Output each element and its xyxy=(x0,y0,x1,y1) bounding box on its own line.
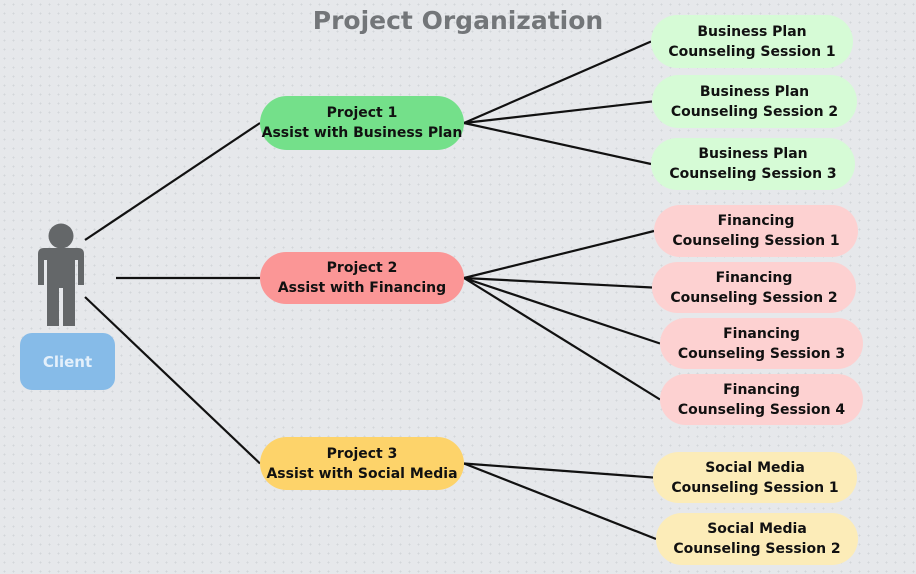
project-2-to-session-1-line xyxy=(463,229,655,280)
project-3-node-line-2: Assist with Social Media xyxy=(266,465,458,482)
project-2-to-session-4-line xyxy=(463,277,661,401)
project-1-node: Project 1 Assist with Business Plan xyxy=(260,96,464,150)
project-3-node-line-1: Project 3 xyxy=(326,445,398,462)
project-2-session-2-node-line-1: Financing xyxy=(715,269,793,286)
project-1-to-session-2-line xyxy=(463,100,653,125)
project-2-session-4-node-line-1: Financing xyxy=(723,381,800,398)
project-1-session-1-node-line-1: Business Plan xyxy=(697,23,807,40)
project-2-node: Project 2 Assist with Financing xyxy=(260,252,464,304)
project-3-to-session-2-line xyxy=(463,462,657,541)
project-1-session-1-node-line-2: Counseling Session 1 xyxy=(668,43,836,60)
project-2-session-2-node-line-2: Counseling Session 2 xyxy=(670,289,838,306)
project-3-session-1-node-line-2: Counseling Session 1 xyxy=(671,479,839,496)
project-1-node-line-1: Project 1 xyxy=(326,105,398,121)
project-2-node-line-2: Assist with Financing xyxy=(277,280,447,296)
project-2-to-session-2-line xyxy=(463,276,653,289)
project-1-node-line-2: Assist with Business Plan xyxy=(261,125,463,141)
diagram-title: Project Organization xyxy=(312,6,604,35)
person-icon xyxy=(38,223,84,326)
project-3-to-session-1-line xyxy=(463,462,654,479)
project-2-session-1-node-line-2: Counseling Session 1 xyxy=(672,233,840,249)
client-label: Client xyxy=(42,352,93,371)
project-1-session-3-node-line-2: Counseling Session 3 xyxy=(669,166,837,182)
project-3-node: Project 3 Assist with Social Media xyxy=(260,437,464,490)
client-box: Client xyxy=(20,333,115,390)
project-2-node-line-1: Project 2 xyxy=(326,260,398,276)
client-to-project-1-line xyxy=(84,122,261,241)
project-2-session-3-node-line-1: Financing xyxy=(723,325,800,342)
project-3-session-2-node-line-2: Counseling Session 2 xyxy=(673,541,841,557)
project-1-session-3-node-line-1: Business Plan xyxy=(698,146,808,162)
client-to-project-3-line xyxy=(84,296,261,465)
project-2-to-session-3-line xyxy=(463,276,661,345)
project-2-session-1-node-line-1: Financing xyxy=(717,213,795,229)
project-3-session-2-node-line-1: Social Media xyxy=(707,521,807,537)
project-3-session-1-node-line-1: Social Media xyxy=(705,459,805,476)
project-1-session-2-node-line-2: Counseling Session 2 xyxy=(670,103,839,120)
project-1-session-2-node-line-1: Business Plan xyxy=(699,83,810,100)
project-2-session-4-node-line-2: Counseling Session 4 xyxy=(677,401,846,418)
project-2-session-3-node-line-2: Counseling Session 3 xyxy=(677,345,846,362)
project-1-to-session-3-line xyxy=(463,121,652,166)
project-1-to-session-1-line xyxy=(463,40,652,125)
